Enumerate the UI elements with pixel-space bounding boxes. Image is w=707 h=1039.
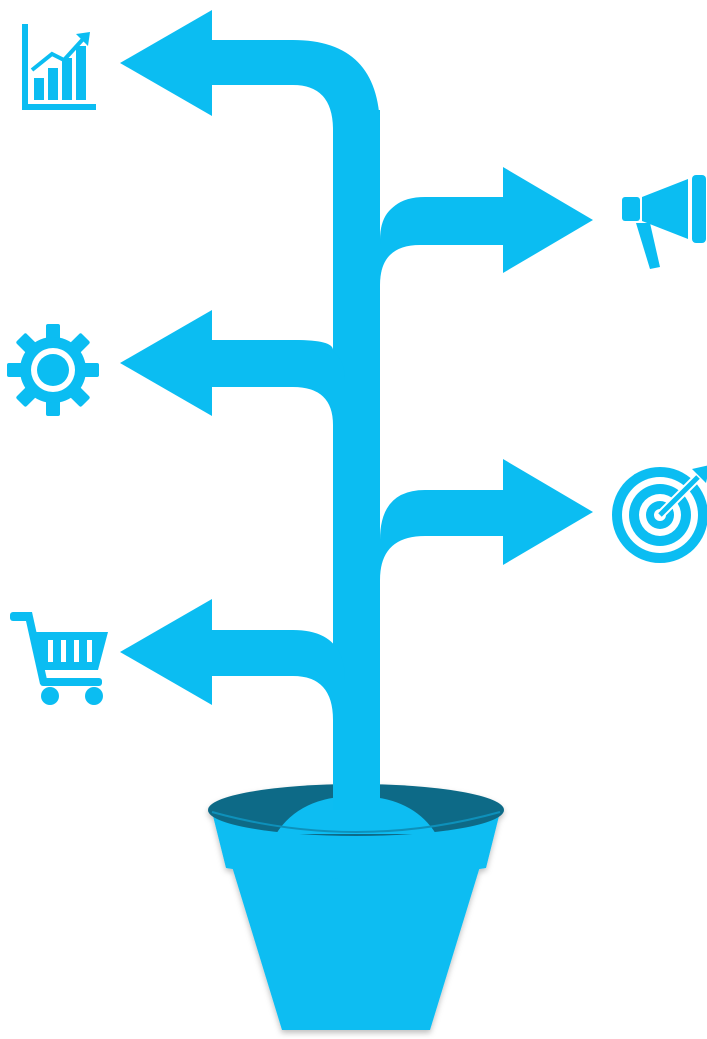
arrow-head-upper-right xyxy=(503,167,593,273)
target-icon xyxy=(612,465,707,563)
pot-body xyxy=(230,860,482,1030)
branch-upper-right-join xyxy=(380,197,505,280)
pot-rim-edge xyxy=(211,811,501,833)
pot-soil-mound xyxy=(276,796,436,834)
shopping-cart-icon xyxy=(10,612,108,705)
arrow-head-bottom-left xyxy=(120,599,212,705)
bar-chart-growth-icon xyxy=(22,24,96,110)
tree xyxy=(120,10,593,810)
flower-pot xyxy=(208,784,504,1030)
trunk-into-pot xyxy=(333,770,380,810)
branch-top-left xyxy=(210,40,380,160)
branch-bottom-left xyxy=(210,630,345,720)
arrow-head-middle-left xyxy=(120,310,212,416)
arrow-head-lower-right xyxy=(503,459,593,565)
gear-icon xyxy=(7,324,99,416)
branch-lower-right xyxy=(380,490,505,580)
branch-middle-left-join xyxy=(210,340,345,425)
arrow-head-top-left xyxy=(120,10,212,116)
megaphone-icon xyxy=(622,175,706,269)
